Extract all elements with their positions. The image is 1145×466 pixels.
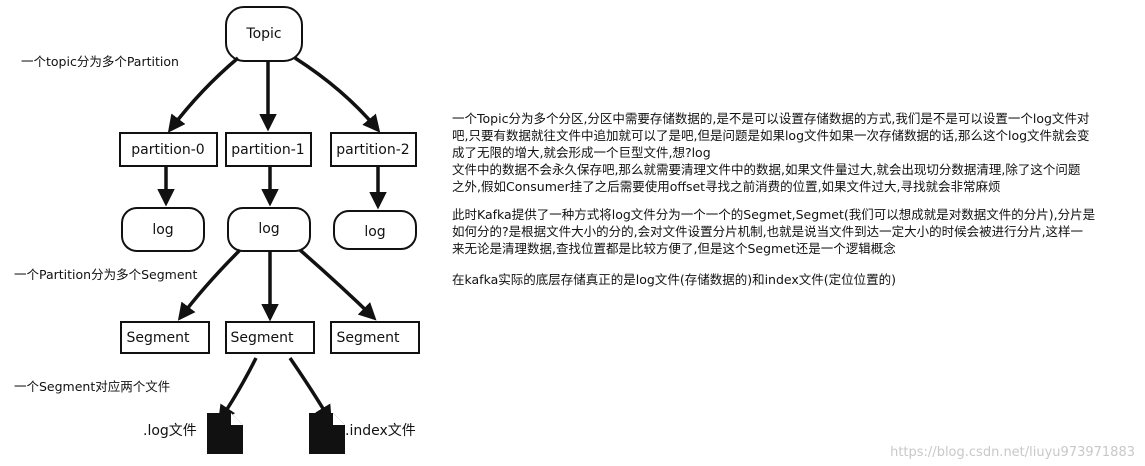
note-topic-partition: 一个topic分为多个Partition [21,54,179,69]
arrow-log-segment-0 [177,248,242,321]
topic-label: Topic [245,26,281,42]
arrow-topic-partition-0 [167,56,240,133]
log-0-node: log [121,207,205,252]
index-file-label: .index文件 [345,423,416,439]
topic-node: Topic [225,6,303,62]
note-partition-segment: 一个Partition分为多个Segment [14,267,198,282]
segment-0-node: Segment [120,321,210,354]
paragraph-1-line-2: 吧,只要有数据就往文件中追加就可以了是吧,但是问题是如果log文件如果一次存储数… [452,128,1090,143]
partition-1-label: partition-1 [231,142,304,158]
paragraph-1-line-4: 文件中的数据不会永久保存吧,那么就需要清理文件中的数据,如果文件量过大,就会出现… [452,162,1081,177]
note-segment-files: 一个Segment对应两个文件 [14,379,171,394]
log-file-label: .log文件 [143,423,197,439]
segment-1-node: Segment [225,321,315,354]
paragraph-3-line-1: 在kafka实际的底层存储真正的是log文件(存储数据的)和index文件(定位… [452,272,897,287]
segment-1-label: Segment [231,330,295,346]
paragraph-1-line-3: 成了无限的增大,就会形成一个巨型文件,想?log [452,145,711,160]
paragraph-1: 一个Topic分为多个分区,分区中需要存储数据的,是不是可以设置存储数据的方式,… [452,110,1142,195]
log-0-label: log [152,222,173,238]
partition-0-node: partition-0 [119,132,218,167]
partition-2-label: partition-2 [336,142,409,158]
arrow-segment-log-file [218,357,258,423]
partition-1-node: partition-1 [225,132,312,167]
segment-2-node: Segment [330,321,420,354]
arrow-topic-partition-2 [294,56,381,133]
paragraph-3: 在kafka实际的底层存储真正的是log文件(存储数据的)和index文件(定位… [452,271,1142,288]
paragraph-2: 此时Kafka提供了一种方式将log文件分为一个一个的Segmet,Segmet… [452,206,1142,257]
log-2-node: log [333,210,417,250]
segment-2-label: Segment [337,330,401,346]
paragraph-1-line-5: 之外,假如Consumer挂了之后需要使用offset寻找之前消费的位置,如果文… [452,179,1001,194]
file-icon [309,413,345,454]
log-1-label: log [258,221,279,237]
file-icon [207,413,243,454]
log-2-label: log [364,224,385,240]
segment-0-label: Segment [127,330,191,346]
paragraph-1-line-1: 一个Topic分为多个分区,分区中需要存储数据的,是不是可以设置存储数据的方式,… [452,111,1090,126]
paragraph-2-line-1: 此时Kafka提供了一种方式将log文件分为一个一个的Segmet,Segmet… [452,207,1096,222]
arrow-segment-index-file [288,357,332,424]
paragraph-2-line-3: 来无论是清理数据,查找位置都是比较方便了,但是这个Segmet还是一个逻辑概念 [452,241,896,256]
watermark: https://blog.csdn.net/liuyu973971883 [890,445,1135,460]
log-1-node: log [227,207,311,252]
partition-0-label: partition-0 [131,142,204,158]
arrow-log-segment-2 [298,248,377,321]
partition-2-node: partition-2 [330,132,417,167]
paragraph-2-line-2: 如何分的?是根据文件大小的分的,会对文件设置分片机制,也就是说当文件到达一定大小… [452,224,1084,239]
